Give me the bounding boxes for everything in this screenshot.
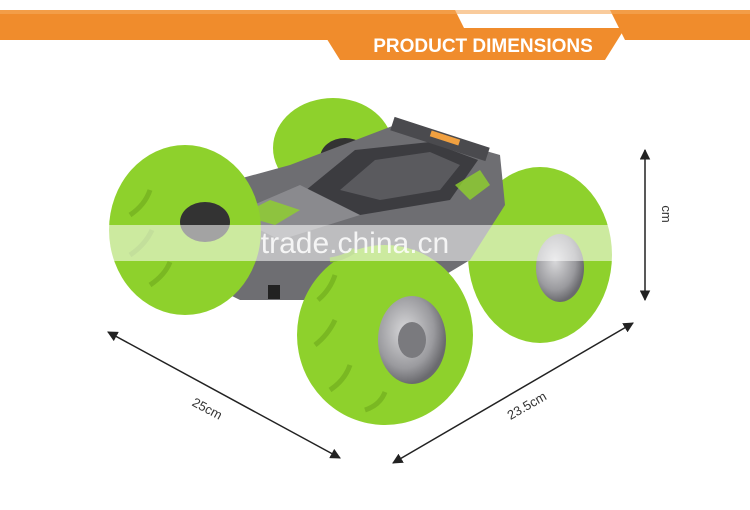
banner-title-plate [320,28,625,60]
height-dimension: cm [639,148,674,302]
banner-highlight [0,10,750,14]
banner-title: PRODUCT DIMENSIONS [373,36,593,57]
header-banner: PRODUCT DIMENSIONS [0,10,750,60]
banner-bar-right [610,10,750,40]
length-arrow [107,331,341,459]
watermark: trade.china.cn [100,225,650,261]
height-label: cm [659,205,674,222]
width-arrow [392,322,634,464]
stunt-rc-car-icon [109,98,612,425]
watermark-text: trade.china.cn [261,227,449,260]
front-right-wheel [297,245,473,425]
length-label: 25cm [190,394,225,422]
watermark-band [100,225,650,261]
